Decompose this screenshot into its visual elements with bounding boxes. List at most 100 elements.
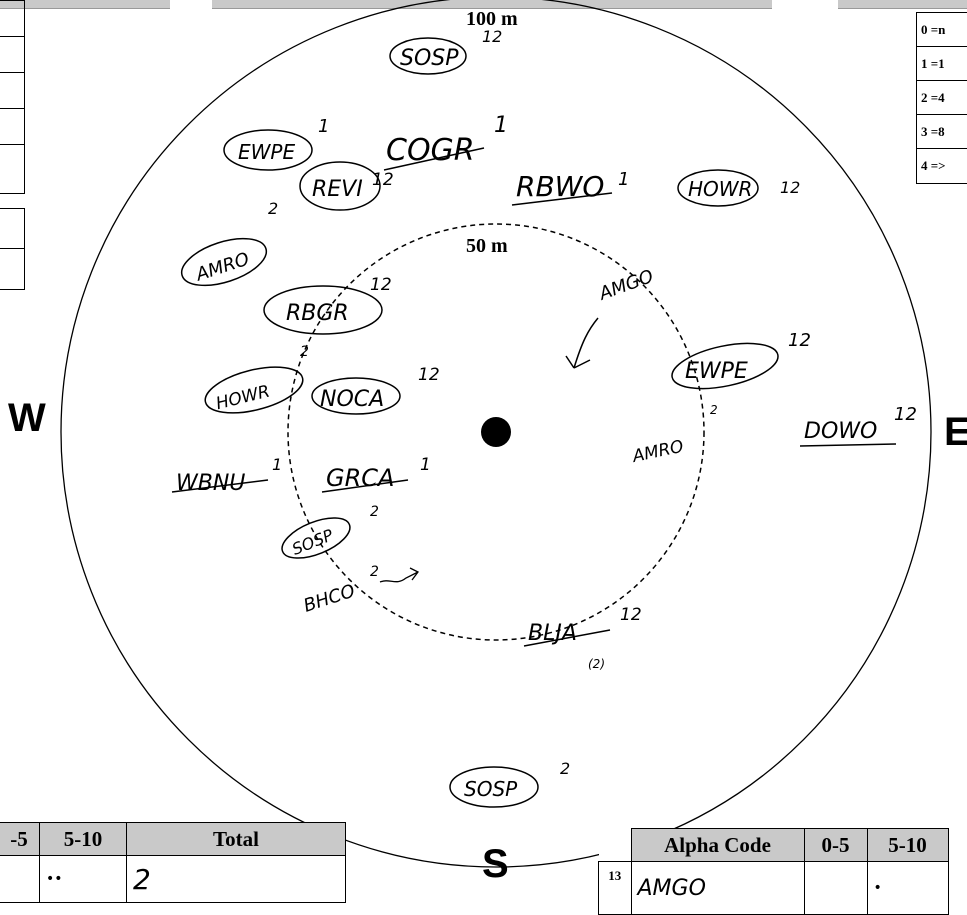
svg-text:1: 1 — [618, 169, 629, 190]
svg-text:GRCA: GRCA — [326, 464, 394, 492]
left-box-cell — [0, 73, 24, 109]
svg-text:12: 12 — [780, 178, 800, 197]
species-cogr: COGR 1 — [383, 113, 508, 171]
ring-label-50m: 50 m — [466, 235, 508, 257]
svg-text:HOWR: HOWR — [214, 382, 272, 415]
svg-text:REVI: REVI — [312, 177, 363, 202]
svg-text:1: 1 — [272, 455, 282, 474]
svg-text:BHCO: BHCO — [301, 581, 358, 617]
header-bar-right — [838, 0, 967, 9]
legend-item: 3 =8 — [917, 115, 967, 149]
svg-text:1: 1 — [318, 116, 329, 137]
left-box-cell — [0, 209, 24, 249]
svg-text:SOSP: SOSP — [464, 777, 518, 801]
species-ewpe-top: EWPE 1 — [223, 116, 329, 171]
left-box-cell — [0, 1, 24, 37]
legend-item: 1 =1 — [917, 47, 967, 81]
species-grca: GRCA 1 — [321, 455, 431, 493]
outer-ring-100m — [60, 0, 932, 868]
svg-text:12: 12 — [482, 27, 502, 46]
compass-south: S — [482, 842, 509, 886]
legend-item: 2 =4 — [917, 81, 967, 115]
svg-text:AMRO: AMRO — [630, 437, 686, 467]
svg-text:2: 2 — [710, 403, 718, 417]
tally-table-left: -5 5-10 Total •• 2 — [0, 822, 346, 903]
svg-text:AMGO: AMGO — [596, 266, 657, 305]
left-box-cell — [0, 37, 24, 73]
species-howr-right: HOWR 12 — [677, 169, 800, 207]
svg-text:12: 12 — [788, 330, 811, 351]
col-header-0-5: -5 — [0, 822, 40, 856]
svg-text:RBWO: RBWO — [516, 170, 604, 203]
table-row: 13 AMGO • — [598, 861, 949, 915]
ring-label-100m: 100 m — [466, 8, 518, 30]
svg-text:DOWO: DOWO — [804, 419, 877, 444]
species-noca: NOCA 12 — [311, 365, 440, 415]
species-revi: REVI 12 — [299, 161, 394, 211]
species-amgo: AMGO — [565, 266, 657, 369]
inner-ring-50m — [287, 223, 705, 641]
svg-text:1: 1 — [420, 455, 431, 475]
svg-text:12: 12 — [370, 275, 392, 295]
species-howr-left: HOWR 2 — [204, 344, 309, 415]
svg-text:EWPE: EWPE — [685, 359, 748, 384]
svg-text:12: 12 — [894, 404, 917, 425]
compass-west: W — [8, 396, 46, 440]
svg-text:2: 2 — [300, 344, 309, 360]
svg-text:HOWR: HOWR — [688, 177, 752, 201]
left-box-cell — [0, 109, 24, 145]
legend-item: 4 => — [921, 158, 946, 173]
compass-east: E — [944, 410, 967, 454]
col-header-0-5: 0-5 — [803, 828, 868, 862]
species-sosp-mid: SOSP 2 — [281, 504, 379, 559]
cell-5-10[interactable]: • — [866, 861, 949, 915]
species-dowo: DOWO 12 — [799, 404, 917, 447]
row-number: 13 — [598, 861, 632, 915]
svg-text:EWPE: EWPE — [238, 140, 295, 164]
species-sosp-bottom: SOSP 2 — [449, 759, 570, 808]
svg-text:12: 12 — [372, 170, 394, 190]
col-header-total: Total — [126, 822, 346, 856]
cell-0-5[interactable] — [803, 861, 868, 915]
svg-text:COGR: COGR — [386, 133, 475, 168]
species-ewpe-right: EWPE 12 — [671, 330, 811, 390]
species-rbwo: RBWO 1 — [511, 169, 629, 206]
svg-text:2: 2 — [370, 504, 379, 520]
species-rbgr: RBGR 12 — [263, 275, 392, 335]
cell-0-5[interactable] — [0, 855, 40, 903]
left-box-upper — [0, 0, 25, 194]
svg-text:2: 2 — [268, 199, 278, 218]
species-amro-top: AMRO 2 — [180, 199, 278, 287]
header-bar-left — [0, 0, 170, 9]
svg-text:WBNU: WBNU — [176, 471, 245, 496]
cell-total[interactable]: 2 — [126, 855, 346, 903]
svg-text:2: 2 — [560, 759, 570, 778]
legend-item: 0 =n — [917, 13, 967, 47]
left-box-lower — [0, 208, 25, 290]
svg-text:AMRO: AMRO — [193, 249, 252, 286]
center-point — [481, 417, 511, 447]
cell-5-10[interactable]: •• — [39, 855, 127, 903]
species-bhco: BHCO 2 — [301, 564, 419, 617]
svg-text:1: 1 — [494, 113, 508, 138]
header-bar-center — [212, 0, 772, 9]
col-header-row-number — [598, 828, 632, 862]
svg-text:2: 2 — [370, 564, 379, 580]
svg-text:12: 12 — [620, 605, 642, 625]
cell-alpha-code[interactable]: AMGO — [630, 861, 805, 915]
svg-text:NOCA: NOCA — [320, 387, 384, 412]
species-blja: BLJA 12 (2) — [523, 605, 642, 671]
svg-text:12: 12 — [418, 365, 440, 385]
table-row: •• 2 — [0, 855, 346, 903]
svg-text:(2): (2) — [588, 657, 605, 671]
tally-table-right: Alpha Code 0-5 5-10 13 AMGO • — [598, 828, 949, 915]
col-header-alpha-code: Alpha Code — [630, 828, 805, 862]
species-sosp-top: SOSP 12 — [389, 27, 502, 75]
svg-text:BLJA: BLJA — [528, 621, 577, 646]
col-header-5-10: 5-10 — [39, 822, 127, 856]
abundance-legend: 0 =n 1 =1 2 =4 3 =8 4 => — [916, 12, 967, 184]
svg-text:RBGR: RBGR — [286, 301, 349, 326]
col-header-5-10: 5-10 — [866, 828, 949, 862]
species-wbnu: WBNU 1 — [171, 455, 282, 496]
